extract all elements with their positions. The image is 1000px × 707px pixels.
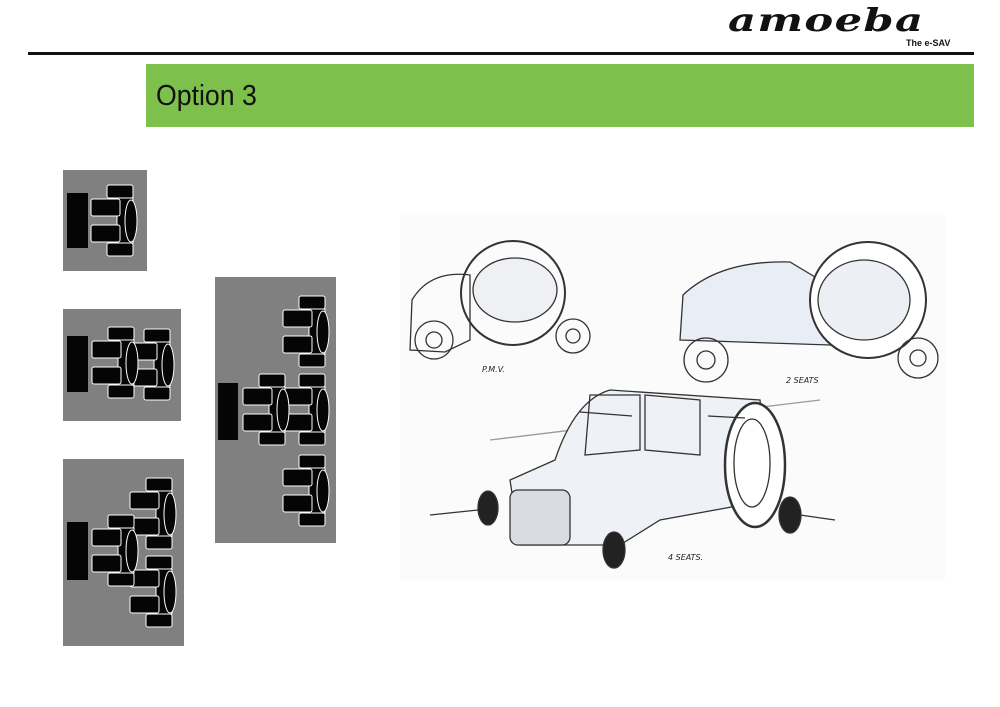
vehicle-sketch: P.M.V. 2 SEATS 4 SEATS. bbox=[400, 215, 945, 580]
layout-panel-2-pods bbox=[63, 309, 181, 421]
layout-panel-3-pods bbox=[63, 459, 184, 646]
sketch-label-pmv: P.M.V. bbox=[482, 365, 505, 374]
amoeba-logo: amoeba bbox=[728, 1, 925, 39]
layout-panel-4-pods bbox=[215, 277, 336, 543]
sketch-label-2-seats: 2 SEATS bbox=[786, 376, 819, 385]
title-banner: Option 3 bbox=[146, 64, 974, 127]
header-divider bbox=[28, 52, 974, 55]
logo-tagline: The e-SAV bbox=[906, 38, 951, 48]
layout-panel-1-pod bbox=[63, 170, 147, 271]
sketch-label-4-seats: 4 SEATS. bbox=[668, 553, 703, 562]
slide-title: Option 3 bbox=[156, 80, 257, 112]
